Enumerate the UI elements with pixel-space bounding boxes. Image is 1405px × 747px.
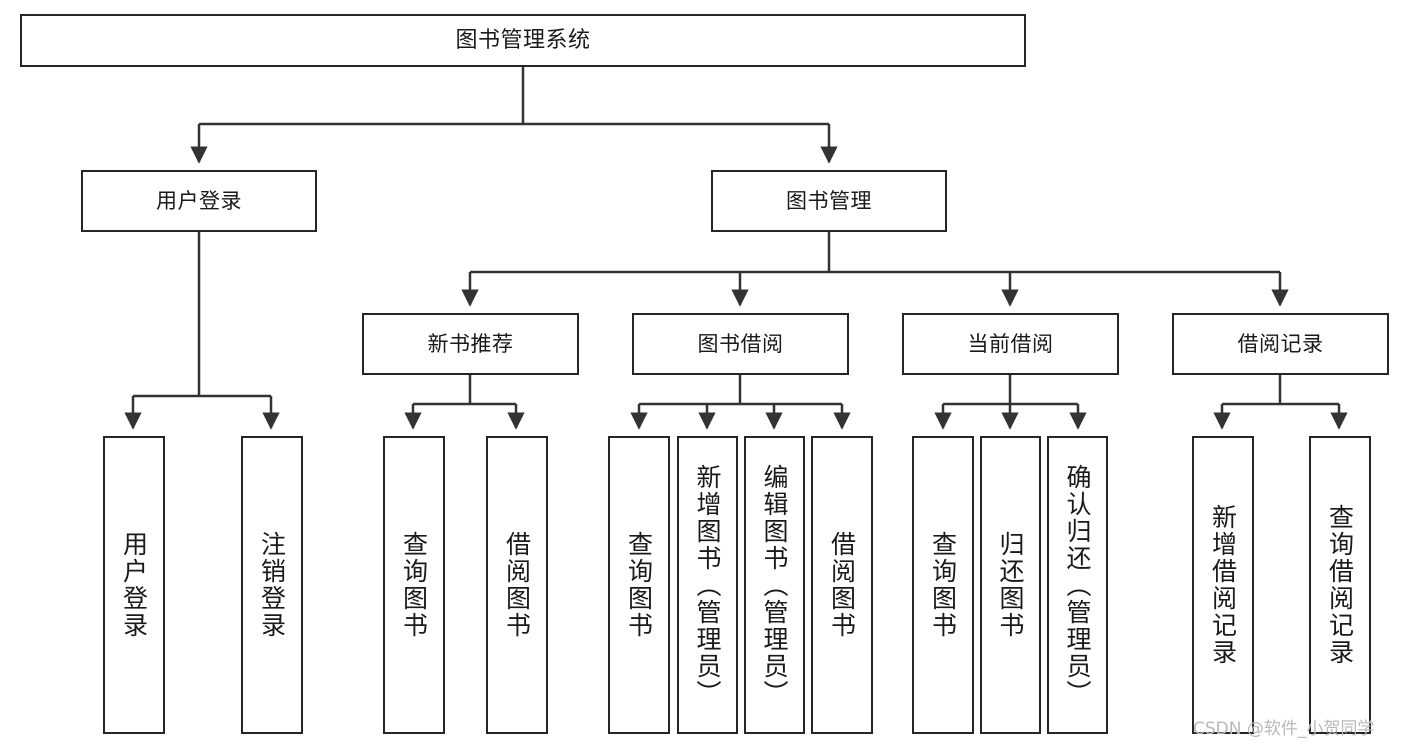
node-label: 借阅记录 xyxy=(1237,331,1324,356)
leaf-user-login-login[interactable]: 用户登录 xyxy=(103,436,165,734)
leaf-book-borrow-query[interactable]: 查询图书 xyxy=(608,436,670,734)
leaf-book-borrow-add-admin[interactable]: 新增图书（管理员） xyxy=(677,436,738,734)
node-new-book-recommendation[interactable]: 新书推荐 xyxy=(362,313,579,375)
leaf-current-borrow-confirm-admin[interactable]: 确认归还（管理员） xyxy=(1047,436,1108,734)
node-label: 新增图书（管理员） xyxy=(693,463,722,707)
node-user-login[interactable]: 用户登录 xyxy=(81,170,317,232)
node-label: 图书管理 xyxy=(786,188,872,213)
node-label: 查询图书 xyxy=(624,531,654,639)
node-label: 图书管理系统 xyxy=(455,27,591,53)
leaf-book-borrow-edit-admin[interactable]: 编辑图书（管理员） xyxy=(744,436,805,734)
csdn-watermark: CSDN @软件_小贺同学 xyxy=(1193,719,1375,739)
node-label: 归还图书 xyxy=(996,531,1025,639)
node-label: 查询图书 xyxy=(928,531,958,639)
leaf-user-login-logout[interactable]: 注销登录 xyxy=(241,436,303,734)
node-current-borrow[interactable]: 当前借阅 xyxy=(902,313,1119,375)
leaf-borrow-record-query[interactable]: 查询借阅记录 xyxy=(1309,436,1371,734)
leaf-current-borrow-query[interactable]: 查询图书 xyxy=(912,436,974,734)
node-label: 查询借阅记录 xyxy=(1325,504,1355,666)
leaf-current-borrow-return[interactable]: 归还图书 xyxy=(980,436,1041,734)
node-label: 新书推荐 xyxy=(427,331,514,356)
leaf-new-book-borrow[interactable]: 借阅图书 xyxy=(486,436,548,734)
node-label: 注销登录 xyxy=(257,531,287,639)
node-borrow-record[interactable]: 借阅记录 xyxy=(1172,313,1389,375)
node-label: 查询图书 xyxy=(399,531,429,639)
node-label: 用户登录 xyxy=(119,531,149,639)
node-label: 新增借阅记录 xyxy=(1208,504,1238,666)
node-label: 借阅图书 xyxy=(502,531,532,639)
node-book-management[interactable]: 图书管理 xyxy=(711,170,947,232)
leaf-new-book-query[interactable]: 查询图书 xyxy=(383,436,445,734)
node-book-borrow[interactable]: 图书借阅 xyxy=(632,313,849,375)
leaf-book-borrow-borrow[interactable]: 借阅图书 xyxy=(811,436,873,734)
node-root-book-management-system[interactable]: 图书管理系统 xyxy=(20,14,1026,67)
node-label: 用户登录 xyxy=(156,188,242,213)
node-label: 编辑图书（管理员） xyxy=(760,463,789,707)
node-label: 图书借阅 xyxy=(697,331,784,356)
leaf-borrow-record-add[interactable]: 新增借阅记录 xyxy=(1192,436,1254,734)
node-label: 确认归还（管理员） xyxy=(1063,463,1092,707)
node-label: 借阅图书 xyxy=(827,531,857,639)
node-label: 当前借阅 xyxy=(967,331,1054,356)
